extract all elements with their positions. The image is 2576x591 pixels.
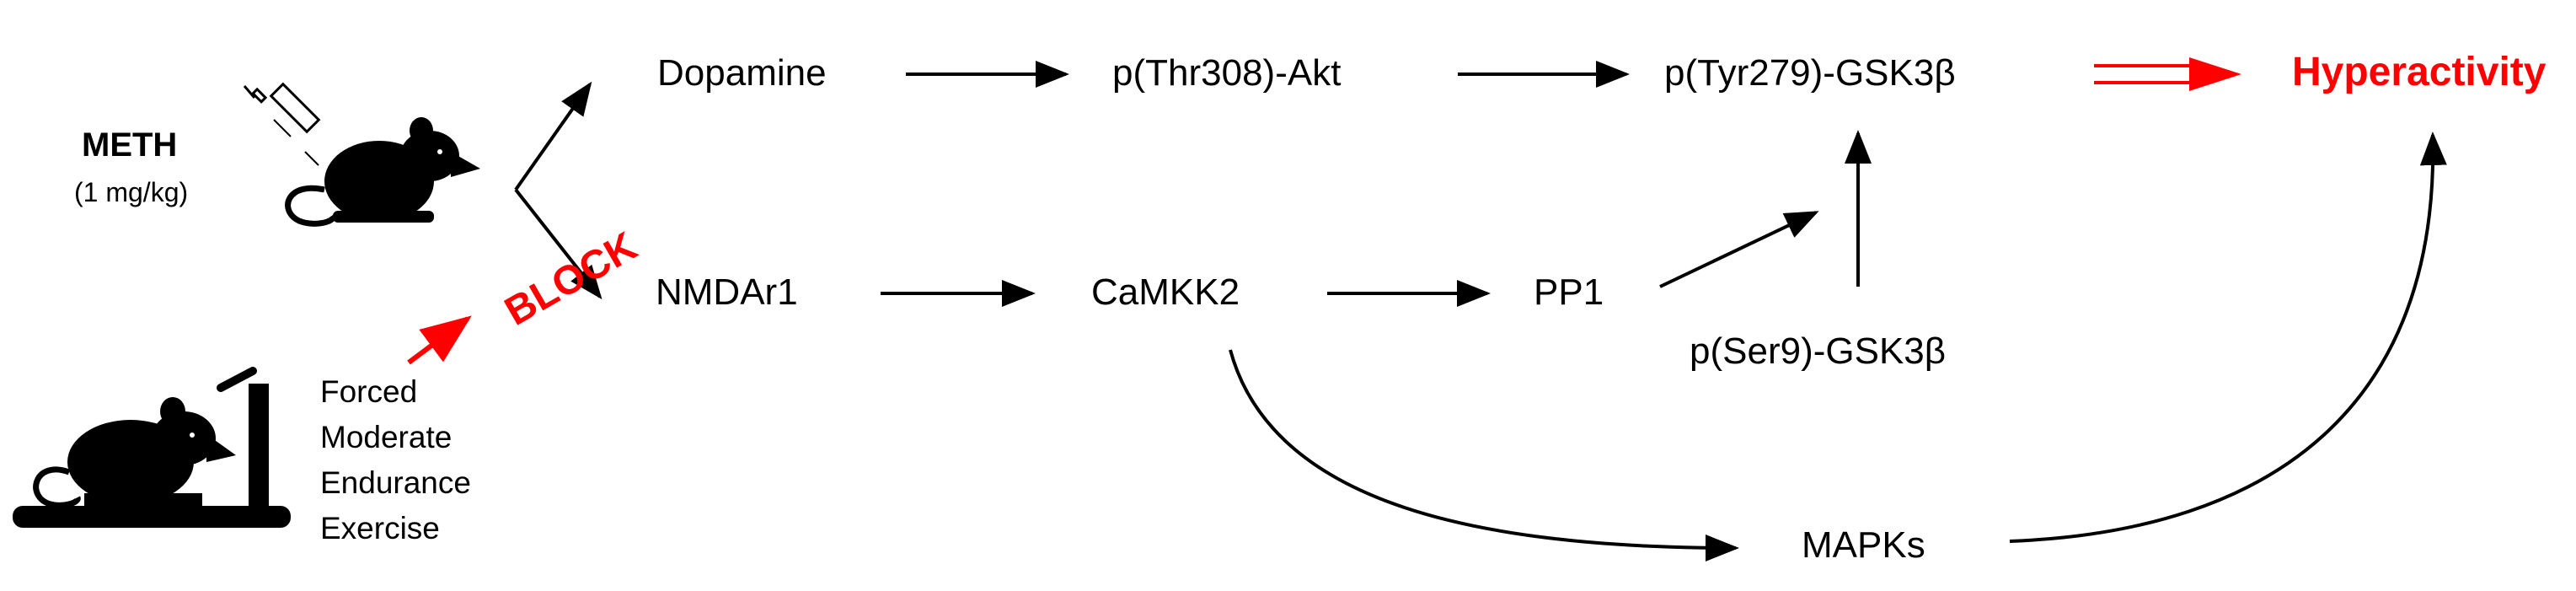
arrow-meth-to-nmdar xyxy=(514,188,602,300)
node-hyperactivity: Hyperactivity xyxy=(2292,50,2547,94)
meth-dose-label: (1 mg/kg) xyxy=(74,177,189,207)
exercise-line: Exercise xyxy=(320,511,440,545)
exercise-line: Forced xyxy=(320,374,418,409)
arrow-camkk2-to-mapks xyxy=(1229,349,1739,561)
arrow-exercise-block xyxy=(407,315,472,365)
syringe-icon xyxy=(243,82,321,166)
exercise-line: Moderate xyxy=(320,420,453,454)
node-akt: p(Thr308)-Akt xyxy=(1112,52,1342,94)
exercise-label: Forced Moderate Endurance Exercise xyxy=(320,369,471,551)
meth-label: METH xyxy=(82,126,178,164)
arrow-mapks-to-hyperactivity xyxy=(2009,132,2447,543)
node-pp1: PP1 xyxy=(1534,271,1604,313)
node-gsk-ser: p(Ser9)-GSK3β xyxy=(1690,330,1947,372)
node-mapks: MAPKs xyxy=(1802,524,1925,566)
node-nmdar: NMDAr1 xyxy=(656,271,798,313)
mouse-icon xyxy=(285,117,480,227)
double-arrow-to-hyperactivity xyxy=(2094,64,2204,84)
treadmill-mouse-icon xyxy=(13,367,291,528)
exercise-line: Endurance xyxy=(320,465,471,500)
arrow-meth-to-dopamine xyxy=(514,81,592,191)
node-camkk2: CaMKK2 xyxy=(1091,271,1240,313)
node-gsk-tyr: p(Tyr279)-GSK3β xyxy=(1664,52,1956,94)
arrow-pp1-to-gsk-tyr xyxy=(1659,211,1819,288)
node-dopamine: Dopamine xyxy=(657,52,827,94)
